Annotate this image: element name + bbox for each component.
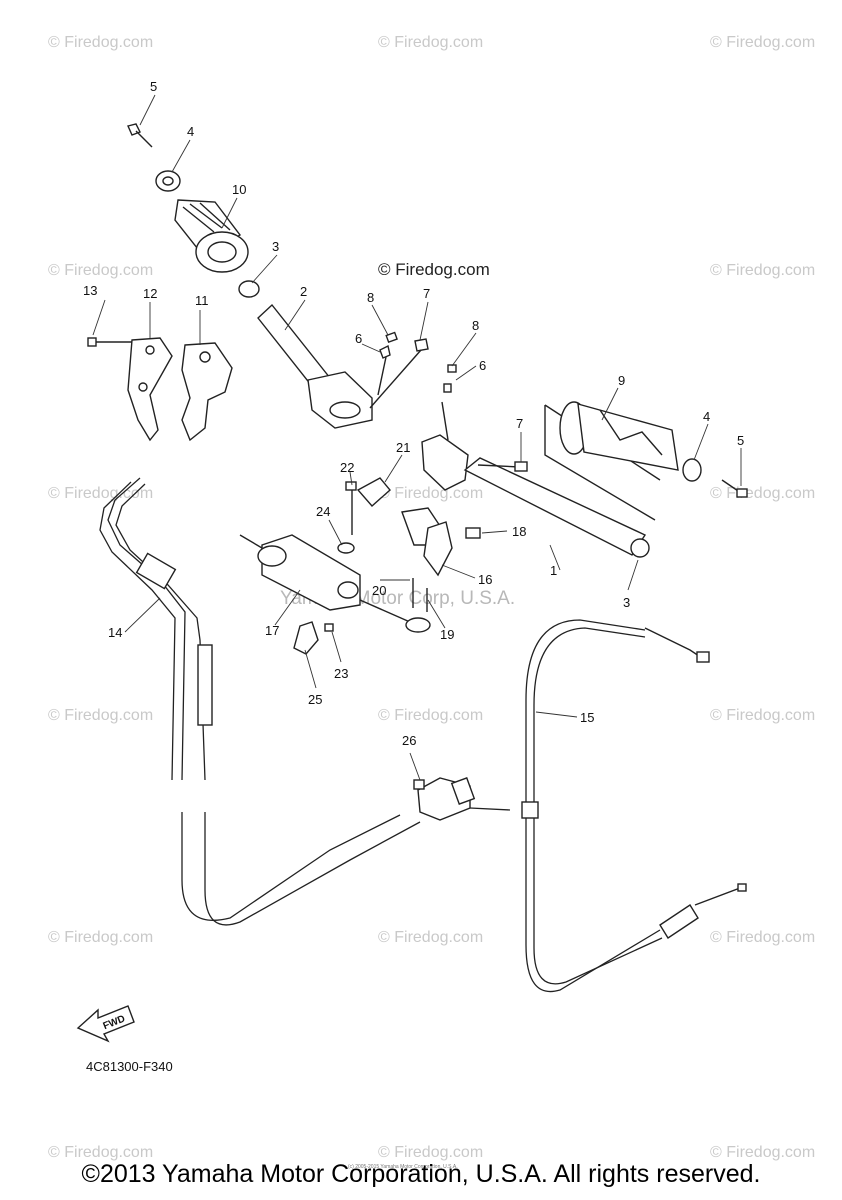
callout-25: 25 (308, 692, 322, 707)
callout-17: 17 (265, 623, 279, 638)
watermark: © Firedog.com (378, 1144, 483, 1161)
callout-8: 8 (472, 318, 479, 333)
left-grip-assembly (127, 123, 249, 273)
callout-9: 9 (618, 373, 625, 388)
callout-19: 19 (440, 627, 454, 642)
screws-upper (369, 331, 429, 409)
watermark-tiny: (c) 2005-2015 Yamaha Motor Corporation, … (348, 1164, 458, 1170)
watermark: © Firedog.com (378, 929, 483, 946)
callout-20: 20 (372, 583, 386, 598)
callout-10: 10 (232, 182, 246, 197)
callout-1: 1 (550, 563, 557, 578)
callout-3: 3 (272, 239, 279, 254)
watermark: © Firedog.com (710, 34, 815, 51)
watermark: © Firedog.com (710, 1144, 815, 1161)
watermark: © Firedog.com (48, 34, 153, 51)
callout-6: 6 (479, 358, 486, 373)
callout-7: 7 (423, 286, 430, 301)
callout-14: 14 (108, 625, 122, 640)
callout-16: 16 (478, 572, 492, 587)
callout-26: 26 (402, 733, 416, 748)
callout-8: 8 (367, 290, 374, 305)
callout-6: 6 (355, 331, 362, 346)
callout-4: 4 (703, 409, 710, 424)
callout-3: 3 (623, 595, 630, 610)
watermark: © Firedog.com (48, 485, 153, 502)
watermark: © Firedog.com (710, 929, 815, 946)
callout-5: 5 (150, 79, 157, 94)
callout-5: 5 (737, 433, 744, 448)
callout-12: 12 (143, 286, 157, 301)
callout-11: 11 (195, 293, 209, 308)
watermark-grid: © Firedog.com © Firedog.com © Firedog.co… (48, 34, 815, 1170)
watermark: © Firedog.com (48, 262, 153, 279)
callout-18: 18 (512, 524, 526, 539)
clutch-cable (521, 619, 747, 993)
diagram-code: 4C81300-F340 (86, 1059, 173, 1074)
watermark: © Firedog.com (48, 707, 153, 724)
callout-4: 4 (187, 124, 194, 139)
watermark: © Firedog.com (710, 707, 815, 724)
watermark-main: © Firedog.com (378, 260, 490, 279)
forward-arrow-icon: FWD (76, 1005, 135, 1043)
throttle-cables (99, 477, 511, 926)
callout-22: 22 (340, 460, 354, 475)
watermark: © Firedog.com (378, 707, 483, 724)
right-grip-assembly (544, 401, 748, 521)
callout-2: 2 (300, 284, 307, 299)
callout-15: 15 (580, 710, 594, 725)
watermark: © Firedog.com (48, 929, 153, 946)
watermark: © Firedog.com (378, 34, 483, 51)
leader-lines (92, 94, 742, 781)
right-handlebar (421, 364, 650, 558)
switch-housing-left (87, 337, 233, 442)
callout-24: 24 (316, 504, 330, 519)
throttle-pipe (238, 280, 373, 429)
watermark: © Firedog.com (710, 485, 815, 502)
callouts: 1 2 3 3 4 4 5 5 6 6 7 7 8 8 9 10 11 12 1… (83, 79, 744, 748)
watermark: © Firedog.com (710, 262, 815, 279)
callout-21: 21 (396, 440, 410, 455)
watermark: © Firedog.com (378, 485, 483, 502)
copyright-notice: ©2013 Yamaha Motor Corporation, U.S.A. A… (81, 1160, 761, 1188)
callout-13: 13 (83, 283, 97, 298)
callout-23: 23 (334, 666, 348, 681)
watermark: © Firedog.com (48, 1144, 153, 1161)
steering-damper (239, 477, 481, 655)
callout-7: 7 (516, 416, 523, 431)
